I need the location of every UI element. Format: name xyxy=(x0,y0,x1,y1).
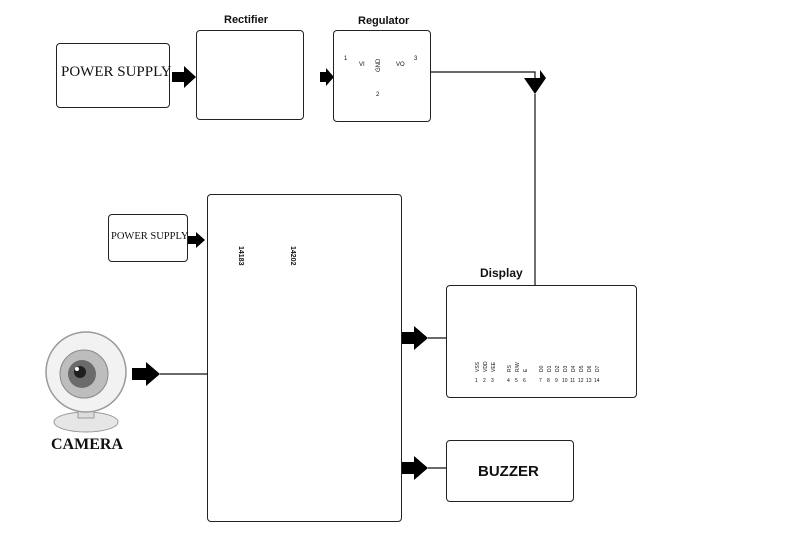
arrows xyxy=(132,66,546,480)
arrow-psu-to-rectifier xyxy=(172,66,196,88)
pin-name: VDD xyxy=(483,361,489,372)
raspberry-pi-box xyxy=(207,194,402,522)
pin-name: D5 xyxy=(579,365,585,372)
pin-name: D4 xyxy=(571,365,577,372)
pin-name: VEE xyxy=(491,361,497,372)
camera-label: CAMERA xyxy=(51,436,123,453)
rectifier-box xyxy=(196,30,304,120)
ce-mark: CE xyxy=(248,348,265,362)
power-supply-pi-label: POWER SUPPLY xyxy=(111,231,189,242)
rectifier-label: Rectifier xyxy=(224,14,269,26)
pin-number: 8 xyxy=(547,378,550,384)
arrow-rectifier-to-regulator xyxy=(320,68,334,86)
display-label: Display xyxy=(480,266,523,280)
buzzer-box xyxy=(446,440,574,502)
pin-number: 10 xyxy=(562,378,568,384)
pin-name: D1 xyxy=(547,365,553,372)
regulator-gnd: GND xyxy=(376,58,382,72)
pin-number: 7 xyxy=(539,378,542,384)
buzzer-label: BUZZER xyxy=(478,463,539,480)
regulator-pin3: 3 xyxy=(414,56,418,62)
pin-number: 4 xyxy=(507,378,510,384)
power-supply-top-label: POWER SUPPLY xyxy=(61,64,172,80)
pin-number: 5 xyxy=(515,378,518,384)
regulator-pin2: 2 xyxy=(376,92,380,98)
arrow-psu-to-pi xyxy=(188,232,205,248)
regulator-label: Regulator xyxy=(358,15,410,27)
pin-number: 13 xyxy=(586,378,592,384)
regulator-pin1: 1 xyxy=(344,56,348,62)
pin-name: VSS xyxy=(475,361,481,372)
hdmi-label: HDMI xyxy=(339,384,346,402)
camera-illustration xyxy=(45,331,127,433)
arrow-regulator-down xyxy=(524,70,546,94)
display-pin-names: VSS VDD VEE RS R/W E D0 D1 D2 D3 D4 D5 D… xyxy=(474,350,614,376)
usb2-code: 14202 xyxy=(289,246,296,266)
regulator-vi: VI xyxy=(359,62,365,68)
pin-number: 3 xyxy=(491,378,494,384)
pin-name: R/W xyxy=(515,362,521,372)
pin-name: D0 xyxy=(539,365,545,372)
arrow-pi-to-display xyxy=(402,326,428,350)
display-outer-box xyxy=(446,285,637,398)
pin-name: D7 xyxy=(595,365,601,372)
pin-number: 6 xyxy=(523,378,526,384)
pin-number: 1 xyxy=(475,378,478,384)
pin-number: 2 xyxy=(483,378,486,384)
usb1-code: 14183 xyxy=(237,246,244,266)
power-supply-box-pi xyxy=(108,214,188,262)
power-supply-box-top xyxy=(56,43,170,108)
pin-name: D3 xyxy=(563,365,569,372)
pin-number: 14 xyxy=(594,378,600,384)
pin-name: D6 xyxy=(587,365,593,372)
pin-number: 11 xyxy=(570,378,576,384)
arrow-pi-to-buzzer xyxy=(402,456,428,480)
pin-number: 9 xyxy=(555,378,558,384)
connector-lines xyxy=(160,71,536,469)
pin-name: D2 xyxy=(555,365,561,372)
regulator-vo: VO xyxy=(396,62,405,68)
pin-number: 12 xyxy=(578,378,584,384)
pin-name: E xyxy=(523,368,529,372)
arrow-camera-to-pi xyxy=(132,362,160,386)
regulator-box xyxy=(333,30,431,122)
pin-name: RS xyxy=(507,365,513,372)
display-pin-numbers: 1 2 3 4 5 6 7 8 9 10 11 12 13 14 xyxy=(474,378,614,386)
